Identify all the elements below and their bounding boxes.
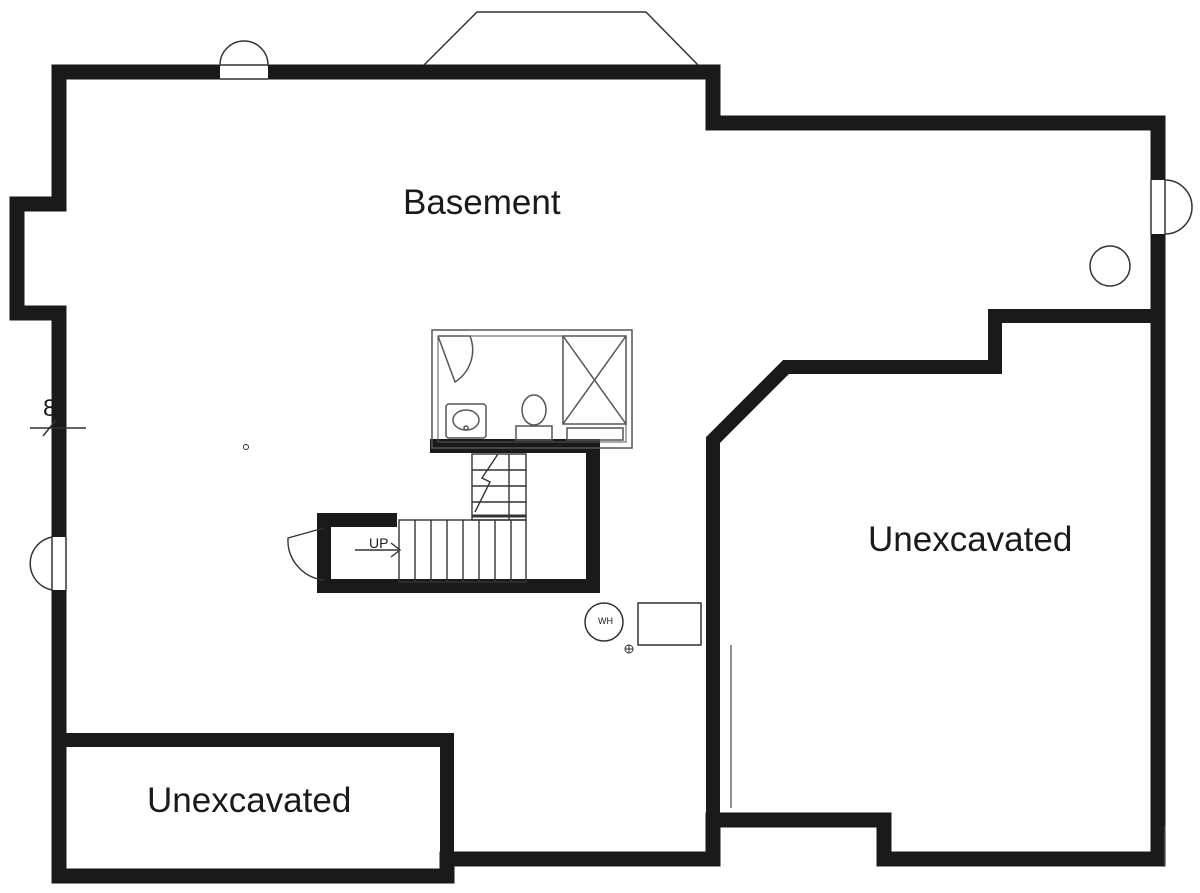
thin-partitions bbox=[730, 645, 1166, 866]
interior-walls bbox=[59, 309, 1158, 859]
room-label-unexcavated-right: Unexcavated bbox=[868, 520, 1073, 559]
bathroom-outline bbox=[431, 329, 633, 449]
dimension-marker bbox=[30, 419, 86, 437]
left-door-swing bbox=[29, 536, 53, 591]
right-door-swing bbox=[1164, 179, 1193, 235]
round-fixture bbox=[1089, 245, 1131, 287]
stair-upper-run bbox=[471, 453, 527, 521]
bathroom bbox=[431, 329, 633, 449]
furnace bbox=[637, 602, 702, 646]
up-arrow bbox=[390, 542, 402, 558]
toilet-bowl bbox=[521, 394, 547, 426]
bath-door-swing bbox=[437, 335, 474, 384]
stairs bbox=[287, 453, 527, 583]
door-swings bbox=[29, 40, 1193, 591]
shower-step bbox=[566, 427, 624, 441]
sink-bowl bbox=[452, 409, 480, 431]
toilet-tank bbox=[515, 425, 553, 441]
stair-up-label: UP bbox=[369, 535, 389, 551]
water-heater-circle bbox=[584, 602, 624, 642]
wall-top-left bbox=[9, 64, 220, 425]
stair-break-line bbox=[474, 453, 499, 513]
mechanical bbox=[584, 602, 702, 654]
bay-window bbox=[423, 11, 699, 66]
wall-stair-enclosure bbox=[317, 439, 600, 593]
water-heater-label: WH bbox=[598, 616, 613, 626]
top-door-swing bbox=[219, 40, 269, 66]
room-label-unexcavated-left: Unexcavated bbox=[147, 781, 352, 820]
wall-unexcavated-left bbox=[59, 733, 454, 859]
stair-door-swing bbox=[287, 527, 325, 581]
floor-drain bbox=[243, 444, 249, 450]
vanity bbox=[445, 403, 487, 439]
shower bbox=[562, 335, 627, 425]
dimension-label: 8" bbox=[43, 395, 65, 422]
room-label-basement: Basement bbox=[403, 183, 561, 222]
wall-unexcavated-right bbox=[706, 309, 1158, 859]
wall-top-middle bbox=[268, 64, 1166, 180]
